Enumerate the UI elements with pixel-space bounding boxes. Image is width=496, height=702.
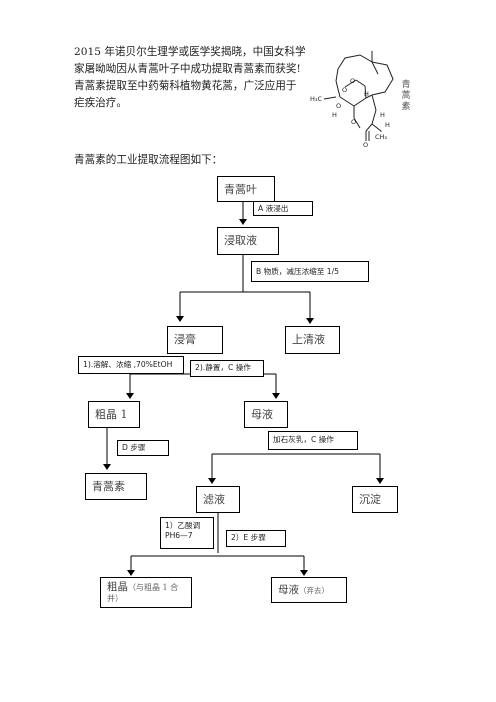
atom-ch3: CH₃ [375, 133, 387, 141]
node-precipitate: 沉淀 [352, 486, 398, 513]
node-mother: 母液 [244, 401, 288, 428]
step-a: A 液浸出 [253, 201, 313, 216]
atom-o4: O [351, 118, 356, 126]
mother2-note: （弃去） [299, 586, 329, 595]
atom-h-top: H [364, 90, 369, 98]
flow-intro: 青蒿素的工业提取流程图如下： [74, 154, 223, 166]
atom-h-mid: H [380, 111, 385, 119]
step-lime: 加石灰乳，C 操作 [268, 431, 358, 450]
step-d: D 步骤 [117, 440, 169, 456]
node-crude2: 粗晶（与粗晶 1 合并） [100, 577, 192, 608]
step-1: 1).溶解、浓缩 ,70%EtOH [78, 356, 184, 374]
crude2-main: 粗晶 [107, 581, 128, 593]
node-mother2: 母液（弃去） [271, 577, 347, 603]
node-leaf: 青蒿叶 [217, 176, 275, 202]
atom-o2: O [342, 86, 347, 94]
crude2-note: （与粗晶 1 合并） [107, 583, 179, 603]
node-extract: 浸取液 [217, 227, 279, 255]
node-product: 青蒿素 [85, 473, 147, 500]
step-e: 2）E 步骤 [226, 530, 286, 547]
step-b: B 物质，减压浓缩至 1/5 [251, 261, 369, 282]
step-acid: 1）乙酸调 PH6—7 [160, 517, 214, 549]
intro-paragraph: 2015 年诺贝尔生理学或医学奖揭晓，中国女科学家屠呦呦因从青蒿叶子中成功提取青… [74, 46, 306, 109]
mother2-main: 母液 [278, 584, 299, 596]
step-2: 2).静置，C 操作 [190, 360, 264, 377]
node-supernatant: 上清液 [285, 326, 340, 354]
atom-o1: O [350, 77, 355, 85]
node-crude1: 粗晶 1 [88, 401, 140, 428]
node-filtrate: 滤液 [196, 486, 240, 513]
structure-label: 青蒿素 [401, 80, 411, 112]
atom-h-right: H [385, 121, 390, 129]
node-paste: 浸膏 [167, 326, 223, 354]
atom-o3: O [336, 102, 341, 110]
atom-h-left: H [332, 111, 337, 119]
atom-o5: O [363, 141, 368, 149]
atom-h3c: H₃C [310, 95, 322, 103]
